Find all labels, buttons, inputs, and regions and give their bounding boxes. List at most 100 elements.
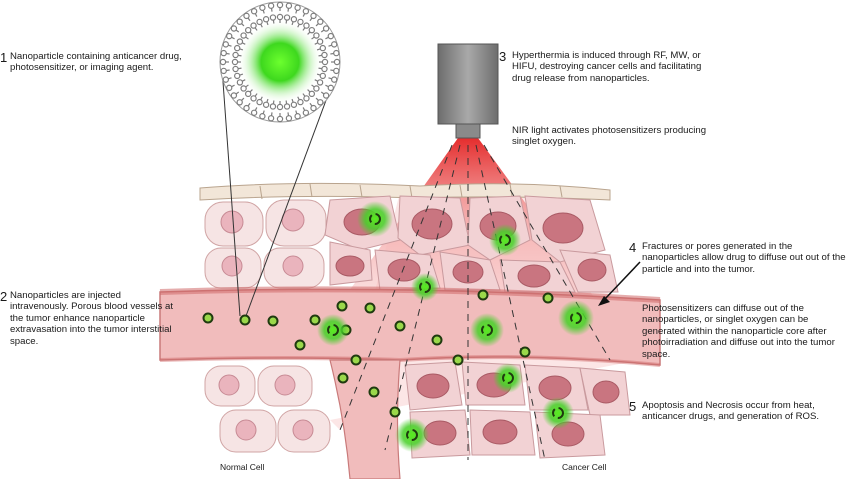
lipid-head [285,2,293,9]
lipid-head [290,101,298,108]
lipid-head [269,14,277,21]
vessel-branch [329,359,401,479]
lipid-head [316,79,324,86]
lipid-head [267,115,275,122]
lipid-head [310,104,317,112]
lipid-head [333,67,340,75]
lipid-head [313,85,320,92]
lipid-head [230,92,238,99]
nanoparticle [364,302,376,314]
nanoparticle-glow [542,397,574,429]
nanoparticle [452,354,464,366]
lipid-head [267,2,275,9]
liposome-nanoparticle [219,1,341,123]
normal-cells-upper [204,199,327,289]
lipid-head [302,109,310,116]
lipid-head [250,22,257,29]
lipid-head [232,51,239,59]
lipid-head [321,65,328,73]
arrow-pointer [603,261,641,301]
lipid-head [302,8,310,15]
normal-cell-label: Normal Cell [220,462,265,472]
lipid-head [226,32,233,40]
lipid-head [230,25,238,32]
zoom-line-right [245,67,339,317]
lipid-head [285,115,293,122]
fractured-nanoparticle [499,234,511,246]
nanoparticle [239,314,251,326]
lipid-head [250,109,258,116]
lipid-head [276,1,284,9]
normal-cells-lower [204,365,331,453]
step-2-number: 2 [0,289,8,304]
cancer-cells-lower [404,361,631,459]
lipid-head [313,32,320,39]
nanoparticle-glow [395,418,429,452]
energy-source-device [437,43,499,139]
nanoparticle [309,314,321,326]
nanoparticle [394,320,406,332]
step-3-text-nir: NIR light activates photosensitizers pro… [512,125,707,148]
vessel-wall-top [159,286,661,303]
cancer-cell-label: Cancer Cell [562,462,607,472]
nanoparticle [477,289,489,301]
lipid-head [236,99,243,106]
lipid-head [256,98,263,106]
nanoparticle-glow [493,363,523,393]
lipid-head [308,26,316,34]
nanoparticle-glow [357,201,393,237]
step-4-text: Fractures or pores generated in the nano… [642,241,846,275]
lipid-head [234,72,241,80]
nanoparticle-glow [489,224,521,256]
lipid-head [331,41,338,48]
lipid-head [333,58,341,66]
fractured-nanoparticle [369,213,381,225]
lipid-head [243,12,250,20]
lipid-head [250,95,257,102]
lipid-head [236,79,244,86]
nanoparticle [519,346,531,358]
nanoparticle-glow [470,313,504,347]
fractured-nanoparticle [570,312,582,324]
lipid-head [250,8,258,15]
lipid-head [231,58,239,66]
lipid-head [317,18,324,25]
lipid-head [294,113,301,120]
lipid-head [283,14,291,21]
lipid-head [232,65,239,73]
lipid-head [220,67,227,75]
lipid-head [294,4,301,11]
lipid-head [259,4,266,11]
lipid-head [322,92,330,99]
lipid-head [303,22,310,29]
lipid-head [316,38,324,45]
lipid-head [240,85,247,92]
nanoparticle [336,300,348,312]
nanoparticle [267,315,279,327]
lipid-head [276,115,284,123]
lipid-head [219,58,227,66]
lipid-head [321,51,328,59]
lipid-head [222,41,229,48]
step-1-text: Nanoparticle containing anticancer drug,… [10,51,182,74]
nanoparticle-glow [558,300,594,336]
lipid-head [220,49,227,57]
fractured-nanoparticle [419,281,431,293]
lipid-head [297,98,304,106]
lipid-head [269,103,277,110]
nanoparticle [202,312,214,324]
fractured-nanoparticle [552,407,564,419]
nanoparticles-glowing [317,201,594,452]
fractured-nanoparticle [481,324,493,336]
lipid-head [262,101,270,108]
lipid-head [276,13,284,21]
lipid-head [226,84,233,92]
step-1-number: 1 [0,50,8,65]
fractured-nanoparticle [406,429,418,441]
nanoparticle [542,292,554,304]
nanoparticle-glow [411,273,439,301]
arrow-head [598,296,610,306]
lipid-head [317,99,324,106]
lipid-head [236,38,244,45]
